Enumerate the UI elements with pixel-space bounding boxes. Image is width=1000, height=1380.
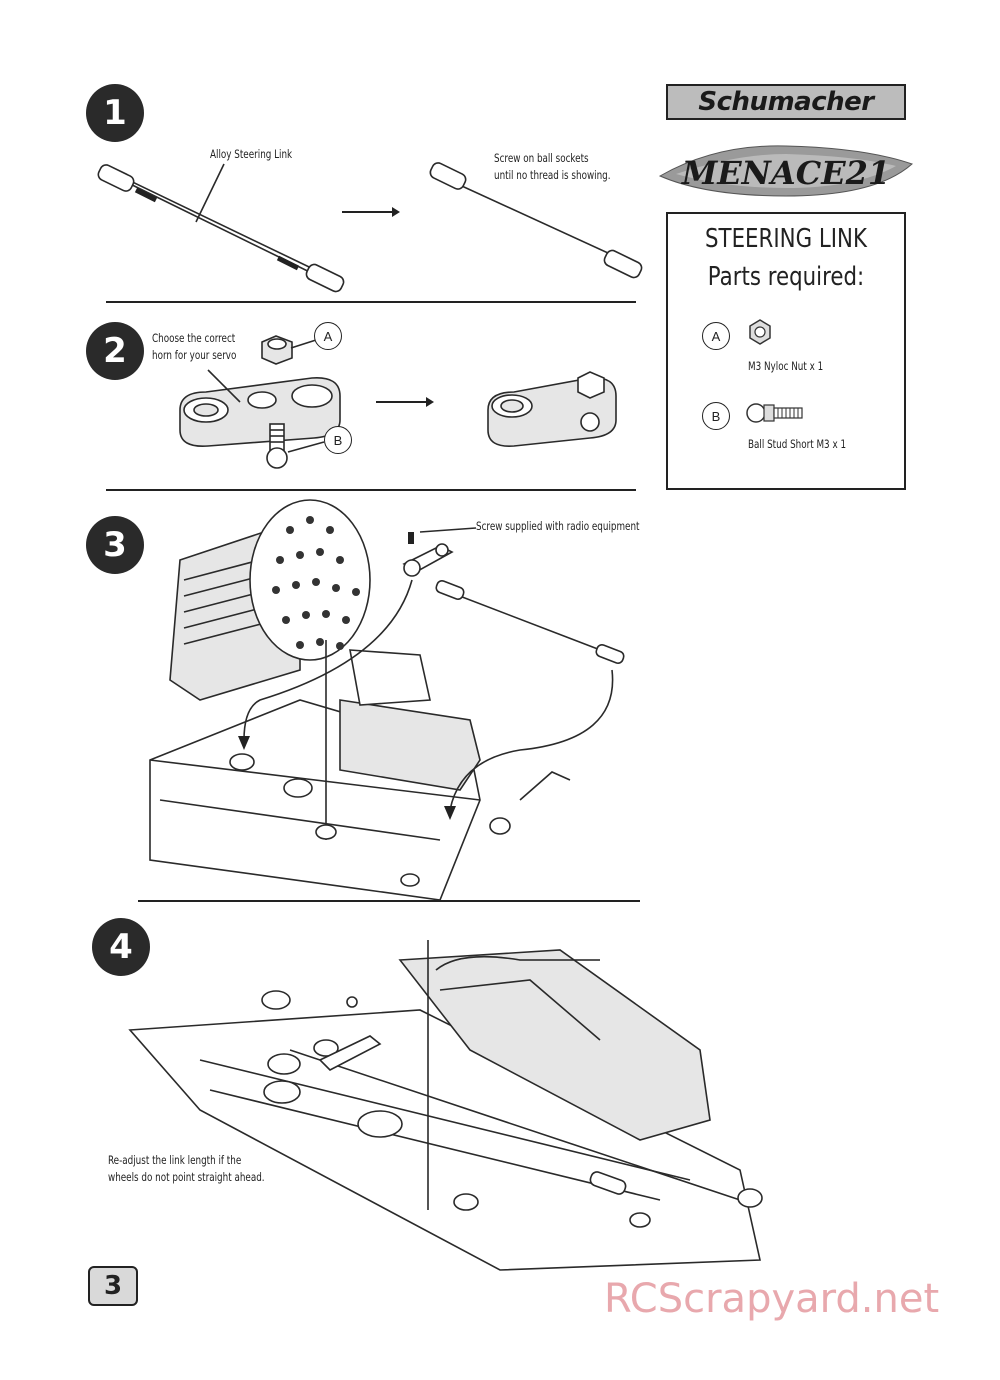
chassis-engine-drawing (149, 499, 625, 901)
step-divider (138, 900, 640, 902)
page-number: 3 (88, 1266, 138, 1306)
horn-note-line2: horn for your servo (152, 348, 237, 362)
callout-a: A (314, 322, 342, 350)
parts-subtitle: Parts required: (707, 262, 865, 292)
callout-b: B (324, 426, 352, 454)
part-b-name: Ball Stud Short M3 x 1 (748, 437, 847, 451)
steering-link-drawing (97, 163, 345, 293)
steering-link-assembled-drawing (429, 162, 643, 279)
steering-link-label: Alloy Steering Link (210, 147, 293, 161)
step-divider (106, 301, 636, 303)
step-1-number: 1 (86, 84, 144, 142)
readjust-note-line1: Re-adjust the link length if the (108, 1153, 242, 1167)
arrow-step2 (376, 397, 434, 407)
logo-text: Schumacher (698, 87, 874, 117)
arrow-step1 (342, 207, 400, 217)
part-a-name: M3 Nyloc Nut x 1 (748, 359, 824, 373)
watermark: RCScrapyard.net (604, 1276, 940, 1322)
menace-text: MENACE21 (681, 154, 890, 192)
part-a-label: A (702, 322, 730, 350)
chassis-closeup-drawing (128, 940, 763, 1271)
servo-horn-assembled-drawing (487, 371, 617, 447)
screw-on-note-line1: Screw on ball sockets (494, 151, 589, 165)
menace-logo: MENACE21 (656, 138, 916, 200)
radio-screw-note: Screw supplied with radio equipment (476, 519, 640, 533)
parts-required-box: STEERING LINK Parts required: A M3 Nyloc… (666, 212, 906, 490)
screw-on-note-line2: until no thread is showing. (494, 168, 611, 182)
parts-title: STEERING LINK (705, 224, 867, 254)
part-b-label: B (702, 402, 730, 430)
step-divider (106, 489, 636, 491)
ball-stud-icon (746, 398, 806, 433)
step-3-number: 3 (86, 516, 144, 574)
step-4-number: 4 (92, 918, 150, 976)
horn-note-line1: Choose the correct (152, 331, 236, 345)
step-2-number: 2 (86, 322, 144, 380)
nyloc-nut-icon (748, 318, 772, 351)
servo-horn-drawing (179, 335, 341, 469)
readjust-note-line2: wheels do not point straight ahead. (108, 1170, 265, 1184)
menace-logo-graphic: MENACE21 (658, 145, 913, 197)
schumacher-logo: Schumacher (666, 84, 906, 120)
